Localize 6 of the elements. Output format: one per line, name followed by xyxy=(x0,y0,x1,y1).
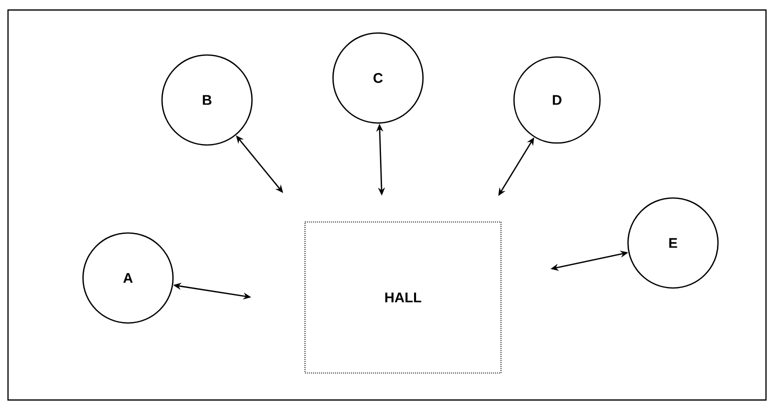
circle-node: D xyxy=(513,56,601,144)
hall-box: HALL xyxy=(304,222,502,374)
circle-node: B xyxy=(161,54,253,146)
circle-node: E xyxy=(627,197,719,289)
circle-node: A xyxy=(82,232,174,324)
circle-node: C xyxy=(332,32,424,124)
